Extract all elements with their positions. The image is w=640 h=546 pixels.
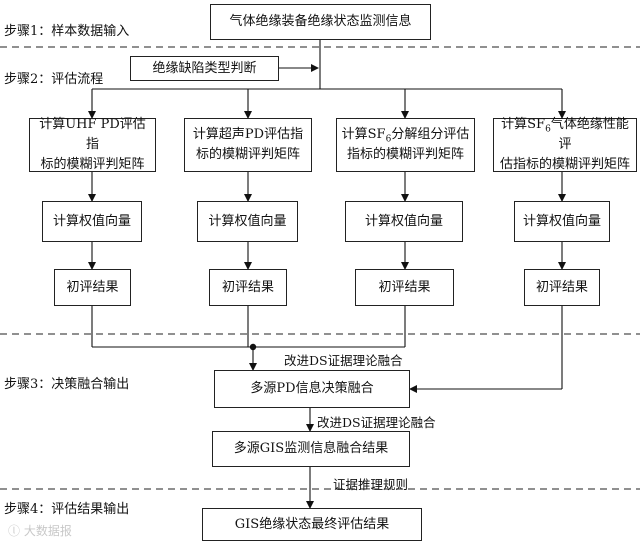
preliminary-result-text-4: 初评结果 [535,279,588,295]
watermark: ⓛ 大数据报 [8,522,72,539]
step-1-label: 步骤1：样本数据输入 [4,24,130,39]
sf6-decomposition-prefix: 计算SF [341,127,386,142]
step-4-label: 步骤4：评估结果输出 [4,502,130,517]
sf6-gas-matrix-line1: 计算SF6气体绝缘性能评 [498,115,632,155]
ultrasonic-matrix-line1: 计算超声PD评估指 [192,127,304,142]
gis-fusion-result-node: 多源GIS监测信息融合结果 [212,431,410,467]
preliminary-result-node-4: 初评结果 [524,269,600,306]
sf6-gas-prefix: 计算SF [501,117,546,132]
preliminary-result-text-3: 初评结果 [378,279,431,295]
weight-vector-node-2: 计算权值向量 [197,201,298,242]
uhf-matrix-line1: 计算UHF PD评估指 [39,117,146,152]
sf6-decomposition-matrix-node: 计算SF6分解组分评估 指标的模糊评判矩阵 [336,118,475,172]
preliminary-result-text-1: 初评结果 [66,279,119,295]
ds-fusion-label-1: 改进DS证据理论融合 [284,353,403,368]
uhf-matrix-line2: 标的模糊评判矩阵 [40,157,145,172]
sf6-gas-suffix: 气体绝缘性能评 [550,117,629,152]
evidence-reasoning-label: 证据推理规则 [333,477,409,492]
pd-decision-fusion-node: 多源PD信息决策融合 [214,370,410,408]
preliminary-result-text-2: 初评结果 [221,279,274,295]
preliminary-result-node-2: 初评结果 [209,269,287,306]
defect-type-text: 绝缘缺陷类型判断 [152,60,257,76]
preliminary-result-node-1: 初评结果 [54,269,131,306]
pd-decision-fusion-text: 多源PD信息决策融合 [250,381,374,396]
ultrasonic-matrix-node: 计算超声PD评估指 标的模糊评判矩阵 [184,118,312,172]
weight-vector-text-4: 计算权值向量 [522,213,601,229]
sf6-decomposition-matrix-line1: 计算SF6分解组分评估 [342,125,470,145]
weight-vector-text-3: 计算权值向量 [364,213,443,229]
weight-vector-node-3: 计算权值向量 [345,201,463,242]
final-result-text: GIS绝缘状态最终评估结果 [234,516,390,532]
weight-vector-text-2: 计算权值向量 [208,213,287,229]
ds-fusion-label-2: 改进DS证据理论融合 [317,415,436,430]
weight-vector-text-1: 计算权值向量 [52,213,131,229]
step-3-label: 步骤3：决策融合输出 [4,377,130,392]
input-node: 气体绝缘装备绝缘状态监测信息 [210,4,431,40]
merge-junction-dot [249,343,257,351]
input-node-text: 气体绝缘装备绝缘状态监测信息 [229,14,412,29]
sf6-decomposition-suffix: 分解组分评估 [391,127,470,142]
defect-type-node: 绝缘缺陷类型判断 [130,56,279,81]
uhf-matrix-node: 计算UHF PD评估指 标的模糊评判矩阵 [29,117,156,172]
sf6-decomposition-matrix-line2: 指标的模糊评判矩阵 [346,147,464,162]
weight-vector-node-4: 计算权值向量 [514,201,610,242]
sf6-gas-matrix-line2: 估指标的模糊评判矩阵 [499,157,630,172]
step-2-label: 步骤2：评估流程 [4,72,104,87]
ultrasonic-matrix-line2: 标的模糊评判矩阵 [195,147,300,162]
weight-vector-node-1: 计算权值向量 [42,201,142,242]
sf6-gas-insulation-matrix-node: 计算SF6气体绝缘性能评 估指标的模糊评判矩阵 [493,115,637,172]
watermark-text: 大数据报 [23,524,72,538]
sf6-decomposition-subscript: 6 [385,134,392,145]
gis-fusion-result-text: 多源GIS监测信息融合结果 [233,441,389,456]
preliminary-result-node-3: 初评结果 [355,269,454,306]
step-separators [0,46,640,490]
watermark-logo-icon: ⓛ [8,524,24,538]
sf6-gas-subscript: 6 [545,124,551,135]
final-result-node: GIS绝缘状态最终评估结果 [202,508,422,541]
